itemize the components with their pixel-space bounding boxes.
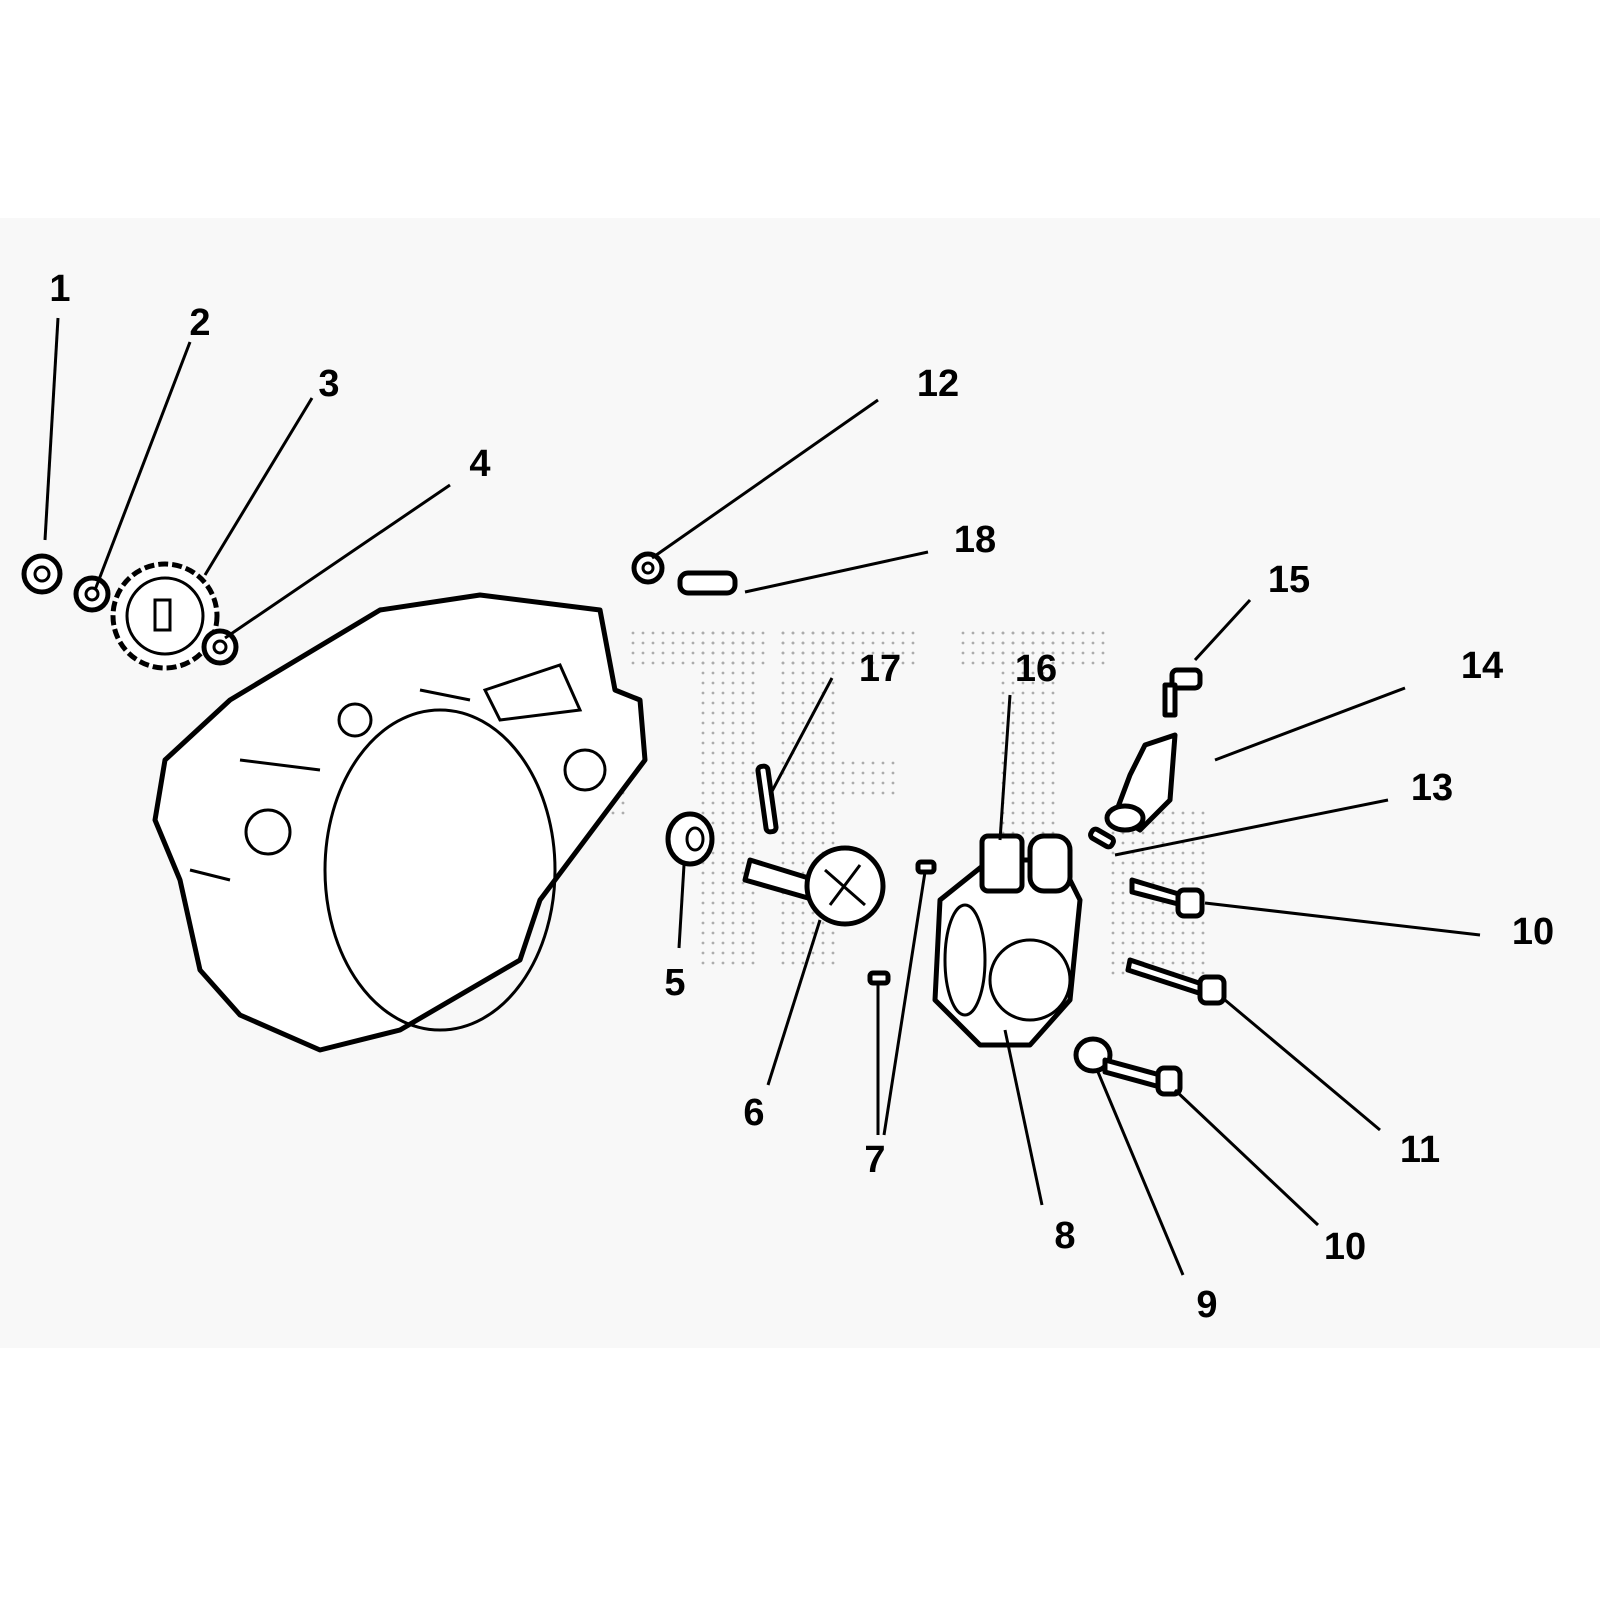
callout-9: 9 xyxy=(1196,1284,1217,1326)
callout-3: 3 xyxy=(318,363,339,405)
part-8-pump-cover[interactable] xyxy=(932,833,1083,1048)
callout-17: 17 xyxy=(859,648,901,690)
part-3-gear[interactable] xyxy=(110,561,220,671)
part-2-washer[interactable] xyxy=(73,575,111,613)
part-15-screw[interactable] xyxy=(1162,667,1203,718)
callout-15: 15 xyxy=(1268,559,1310,601)
part-10-bolt-a[interactable] xyxy=(1129,877,1205,919)
callout-6: 6 xyxy=(743,1092,764,1134)
part-14-fitting[interactable] xyxy=(1104,732,1178,833)
part-1-nut[interactable] xyxy=(21,553,63,595)
callout-5: 5 xyxy=(664,962,685,1004)
callout-1: 1 xyxy=(49,268,70,310)
callout-8: 8 xyxy=(1054,1215,1075,1257)
callout-4: 4 xyxy=(469,443,490,485)
callout-11: 11 xyxy=(1400,1129,1440,1171)
callout-14: 14 xyxy=(1461,645,1503,687)
part-4-nut[interactable] xyxy=(201,628,239,666)
callout-2: 2 xyxy=(189,302,210,344)
callout-13: 13 xyxy=(1411,767,1453,809)
part-9-washer[interactable] xyxy=(1073,1036,1113,1074)
part-17-pin[interactable] xyxy=(755,763,779,835)
part-18-screw[interactable] xyxy=(677,570,738,596)
callout-12: 12 xyxy=(917,363,959,405)
part-6-impeller[interactable] xyxy=(742,845,886,927)
callout-10b: 10 xyxy=(1324,1226,1366,1268)
part-5-seal[interactable] xyxy=(665,811,715,867)
part-11-bolt[interactable] xyxy=(1125,957,1227,1006)
part-10-bolt-b[interactable] xyxy=(1102,1057,1183,1097)
callout-16: 16 xyxy=(1015,648,1057,690)
part-13-oring[interactable] xyxy=(1088,826,1116,850)
leader-lines xyxy=(43,317,1481,1276)
callout-7: 7 xyxy=(864,1139,885,1181)
callout-10a: 10 xyxy=(1512,911,1554,953)
part-12-washer[interactable] xyxy=(631,551,665,585)
engine-cover[interactable] xyxy=(152,592,648,1053)
callout-18: 18 xyxy=(954,519,996,561)
part-7-dowels[interactable] xyxy=(867,859,937,986)
